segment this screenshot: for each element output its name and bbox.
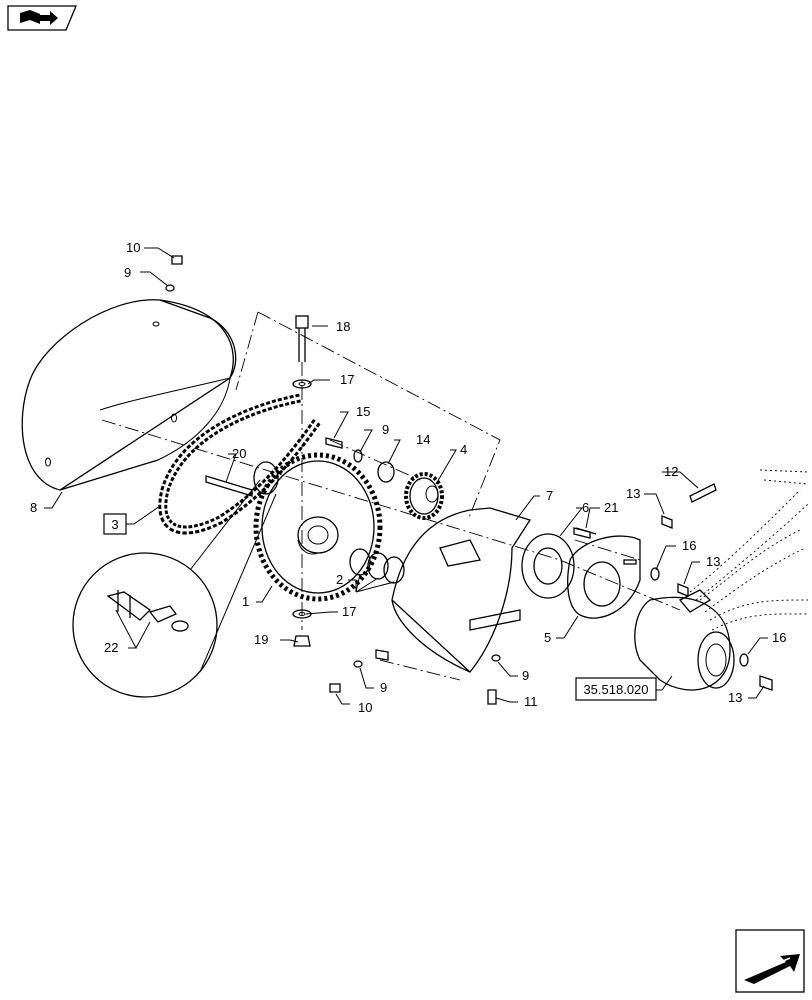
callout-22: 22: [104, 640, 118, 655]
callout-12: 12: [664, 464, 678, 479]
callout-18: 18: [336, 319, 350, 334]
callout-10: 10: [358, 700, 372, 715]
detail-circle: [72, 479, 277, 698]
callout-9: 9: [380, 680, 387, 695]
inner-shield: [375, 507, 532, 673]
callout-10: 10: [126, 240, 140, 255]
callout-3-label: 3: [111, 517, 118, 532]
callout-9: 9: [124, 265, 131, 280]
callout-17: 17: [340, 372, 354, 387]
guard-fasteners: [165, 255, 501, 705]
callout-17: 17: [342, 604, 356, 619]
large-sprocket: [253, 452, 383, 602]
hydraulic-motor: [634, 589, 735, 691]
callout-1: 1: [242, 594, 249, 609]
callout-13: 13: [626, 486, 640, 501]
small-sprocket-group: [325, 437, 444, 520]
callout-4: 4: [460, 442, 467, 457]
callout-16: 16: [772, 630, 786, 645]
callout-2: 2: [336, 572, 343, 587]
leader-lines: [44, 247, 768, 705]
callout-9: 9: [382, 422, 389, 437]
callout-21: 21: [604, 500, 618, 515]
callout-9: 9: [522, 668, 529, 683]
roller-chain: [158, 393, 322, 535]
motor-hardware: [575, 483, 773, 691]
chain-guard: [21, 299, 237, 491]
callout-labels: 10 9 8 18 17 15 9 14 4 20 1 2 17 19 7 6 …: [30, 240, 786, 715]
center-lines: [101, 311, 681, 681]
callout-15: 15: [356, 404, 370, 419]
link-pin: [205, 475, 253, 497]
callout-13: 13: [706, 554, 720, 569]
reference-link-label: 35.518.020: [583, 682, 648, 697]
callout-5: 5: [544, 630, 551, 645]
callout-13: 13: [728, 690, 742, 705]
callout-16: 16: [682, 538, 696, 553]
reference-link-box[interactable]: 35.518.020: [575, 677, 657, 701]
bolt-assembly: [292, 315, 312, 647]
callout-6: 6: [582, 500, 589, 515]
callout-11: 11: [524, 694, 538, 709]
callout-19: 19: [254, 632, 268, 647]
next-page-arrow-icon[interactable]: [735, 929, 805, 993]
callout-7: 7: [546, 488, 553, 503]
book-open-icon[interactable]: [7, 5, 77, 31]
callout-14: 14: [416, 432, 430, 447]
callout-8: 8: [30, 500, 37, 515]
snap-rings: [349, 548, 405, 584]
hydraulic-hoses: [689, 469, 809, 631]
callout-3-box[interactable]: 3: [103, 513, 127, 535]
callout-20: 20: [232, 446, 246, 461]
